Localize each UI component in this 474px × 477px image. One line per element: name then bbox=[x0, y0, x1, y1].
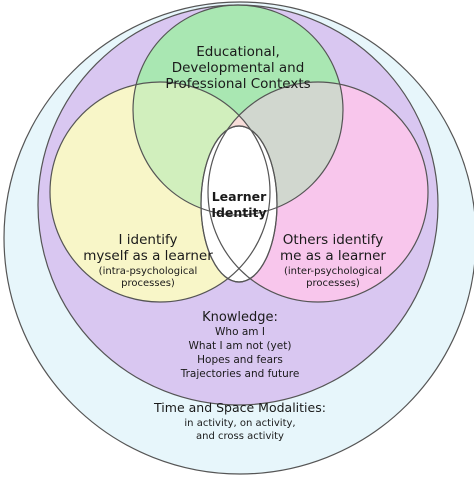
contexts-line-1: Educational, bbox=[196, 44, 280, 60]
left-sub-line-2: processes) bbox=[121, 278, 175, 289]
right-circle-text: Others identify me as a learner (inter-p… bbox=[280, 232, 386, 289]
center-line-1: Learner bbox=[212, 189, 267, 204]
outline-left bbox=[49, 81, 271, 303]
modalities-title: Time and Space Modalities: bbox=[153, 400, 326, 415]
contexts-line-2: Developmental and bbox=[172, 60, 305, 76]
outline-outer bbox=[3, 1, 474, 475]
left-sub-line-1: (intra-psychological bbox=[99, 266, 198, 277]
outline-center bbox=[200, 125, 278, 283]
outline-top bbox=[132, 4, 344, 216]
circle-outlines bbox=[3, 1, 474, 475]
knowledge-item: What I am not (yet) bbox=[189, 340, 292, 352]
left-line-1: I identify bbox=[118, 232, 177, 248]
modalities-item: in activity, on activity, bbox=[184, 418, 295, 429]
knowledge-title: Knowledge: bbox=[202, 310, 278, 325]
right-sub-line-1: (inter-psychological bbox=[284, 266, 382, 277]
knowledge-item: Who am I bbox=[215, 326, 265, 338]
center-text: Learner Identity bbox=[211, 189, 267, 220]
left-circle-text: I identify myself as a learner (intra-ps… bbox=[83, 232, 213, 289]
knowledge-text: Knowledge: Who am I What I am not (yet) … bbox=[180, 310, 300, 380]
modalities-text: Time and Space Modalities: in activity, … bbox=[153, 400, 326, 442]
left-line-2: myself as a learner bbox=[83, 248, 213, 264]
right-line-1: Others identify bbox=[283, 232, 383, 248]
center-line-2: Identity bbox=[211, 205, 266, 220]
contexts-line-3: Professional Contexts bbox=[165, 76, 310, 92]
right-line-2: me as a learner bbox=[280, 248, 386, 264]
right-sub-line-2: processes) bbox=[306, 278, 360, 289]
outline-right bbox=[207, 81, 429, 303]
knowledge-item: Hopes and fears bbox=[197, 354, 283, 366]
modalities-item: and cross activity bbox=[196, 431, 284, 442]
knowledge-item: Trajectories and future bbox=[180, 368, 300, 380]
top-circle-text: Educational, Developmental and Professio… bbox=[165, 44, 310, 92]
